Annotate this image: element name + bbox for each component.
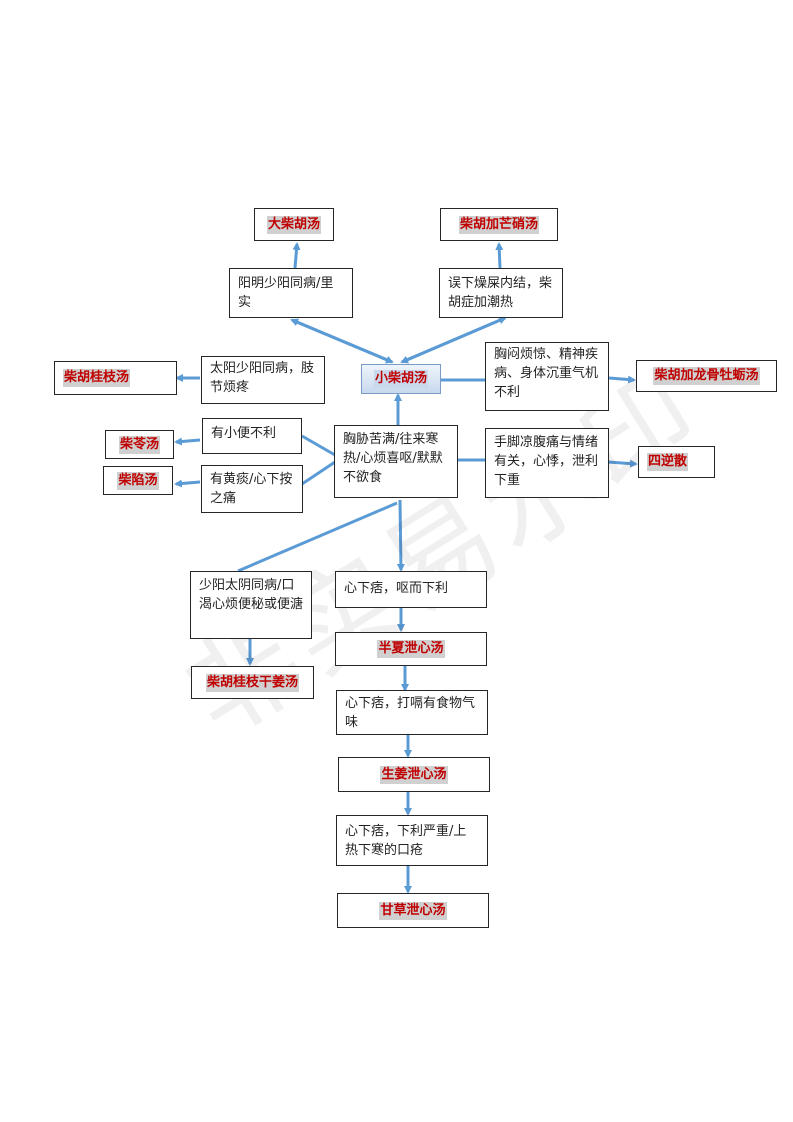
formula-label: 生姜泄心汤 xyxy=(380,765,448,784)
formula-chaihu-guizhi: 柴胡桂枝汤 xyxy=(54,361,177,395)
link-to-shaoyang-taiyin xyxy=(237,501,398,573)
symptom-xiongmen-fanjing: 胸闷烦惊、精神疾病、身体沉重气机不利 xyxy=(485,342,609,411)
arrow-yangming-to-center xyxy=(291,318,394,364)
arrow-to-da-chaihu xyxy=(292,242,301,269)
symptom-shaoyang-taiyin: 少阳太阴同病/口渴心烦便秘或便溏 xyxy=(190,571,312,639)
formula-chaihu-longgu-muli: 柴胡加龙骨牡蛎汤 xyxy=(636,360,777,392)
formula-label: 甘草泄心汤 xyxy=(379,901,447,920)
formula-chaihu-jia-mangxiao: 柴胡加芒硝汤 xyxy=(440,208,558,241)
formula-chaihu-fuling: 柴苓汤 xyxy=(105,430,174,459)
arrow-wuxia-to-center xyxy=(400,316,506,364)
formula-label: 小柴胡汤 xyxy=(373,370,428,388)
formula-label: 柴胡桂枝干姜汤 xyxy=(205,673,299,692)
formula-chaihu-guizhi-ganjiang: 柴胡桂枝干姜汤 xyxy=(191,666,314,699)
formula-label: 大柴胡汤 xyxy=(266,215,321,234)
link-symptoms-to-xiaobian xyxy=(301,434,336,457)
formula-gancao-xiexin: 甘草泄心汤 xyxy=(337,893,489,928)
symptom-huang-tan: 有黄痰/心下按之痛 xyxy=(201,465,303,513)
symptom-yangming-shaoyang: 阳明少阳同病/里实 xyxy=(229,268,353,318)
formula-da-chaihu: 大柴胡汤 xyxy=(254,208,334,241)
formula-label: 柴胡桂枝汤 xyxy=(63,369,131,387)
symptom-xiaobian-buli: 有小便不利 xyxy=(202,418,302,454)
arrow-to-sini-san xyxy=(607,459,638,468)
formula-label: 半夏泄心汤 xyxy=(377,640,445,658)
symptom-xiongxie-kuman: 胸胁苦满/往来寒热/心烦喜呕/默默不欲食 xyxy=(334,425,458,498)
formula-sini-san: 四逆散 xyxy=(638,446,715,478)
formula-label: 柴陷汤 xyxy=(117,471,159,490)
formula-xiao-chaihu: 小柴胡汤 xyxy=(361,364,441,394)
arrow-to-chaihu-jia-mangxiao xyxy=(495,242,504,269)
symptom-xinxia-pi-xiali: 心下痞，下利严重/上热下寒的口疮 xyxy=(336,815,488,866)
formula-banxia-xiexin: 半夏泄心汤 xyxy=(335,632,487,666)
formula-label: 柴胡加龙骨牡蛎汤 xyxy=(653,367,760,385)
formula-label: 柴胡加芒硝汤 xyxy=(458,215,539,234)
symptom-xinxia-pi-dage: 心下痞，打嗝有食物气味 xyxy=(336,690,488,735)
formula-label: 柴苓汤 xyxy=(118,435,160,454)
symptom-xinxia-pi-ou: 心下痞，呕而下利 xyxy=(335,571,487,608)
symptom-taiyang-shaoyang: 太阳少阳同病，肢节烦疼 xyxy=(201,356,325,404)
arrow-to-chaihu-xian xyxy=(174,479,201,488)
formula-shengjiang-xiexin: 生姜泄心汤 xyxy=(338,757,490,792)
arrow-to-longgu-muli xyxy=(608,375,636,384)
symptom-shoujiao-liang: 手脚凉腹痛与情绪有关，心悸，泄利下重 xyxy=(485,428,609,498)
arrow-to-xinxia-pi-ou xyxy=(396,499,405,572)
formula-chaihu-xian: 柴陷汤 xyxy=(103,466,173,495)
arrow-to-chaihu-fuling xyxy=(174,437,201,446)
formula-label: 四逆散 xyxy=(647,453,689,471)
symptom-wuxia-zaoshi: 误下燥屎内结，柴胡症加潮热 xyxy=(439,268,563,318)
link-symptoms-to-huangtan xyxy=(301,460,336,486)
